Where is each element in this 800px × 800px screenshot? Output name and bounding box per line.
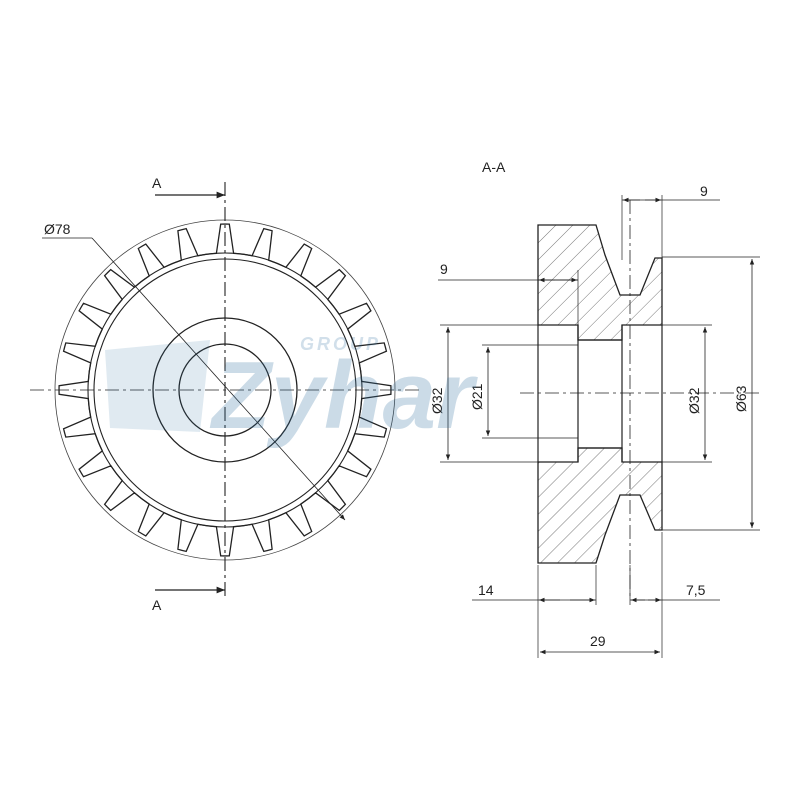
section-view: A-A 9 9 Ø32 Ø21	[429, 159, 760, 658]
diameter-78-label: Ø78	[44, 221, 71, 237]
diameter-78-dimension-line	[91, 237, 346, 521]
watermark: Zyhar GROUP	[105, 334, 478, 449]
watermark-swoosh	[105, 340, 210, 432]
dim-32-left-label: Ø32	[429, 387, 445, 414]
section-mark-bottom: A	[152, 597, 162, 613]
dim-21-label: Ø21	[469, 383, 485, 410]
section-title: A-A	[482, 159, 506, 175]
dim-14-label: 14	[478, 582, 494, 598]
dim-63-label: Ø63	[733, 385, 749, 412]
section-mark-top: A	[152, 175, 162, 191]
dim-9-left-label: 9	[440, 261, 448, 277]
front-view: Ø78 A A	[30, 175, 420, 613]
section-body-lower	[537, 447, 663, 564]
dim-32-right-label: Ø32	[686, 387, 702, 414]
watermark-small-text: GROUP	[300, 334, 381, 354]
dim-7-5-label: 7,5	[686, 582, 706, 598]
bore-outline	[537, 325, 663, 462]
dim-29-label: 29	[590, 633, 606, 649]
watermark-logo-text: Zyhar	[209, 342, 478, 449]
section-body-upper	[537, 224, 663, 341]
dim-9-top-label: 9	[700, 183, 708, 199]
